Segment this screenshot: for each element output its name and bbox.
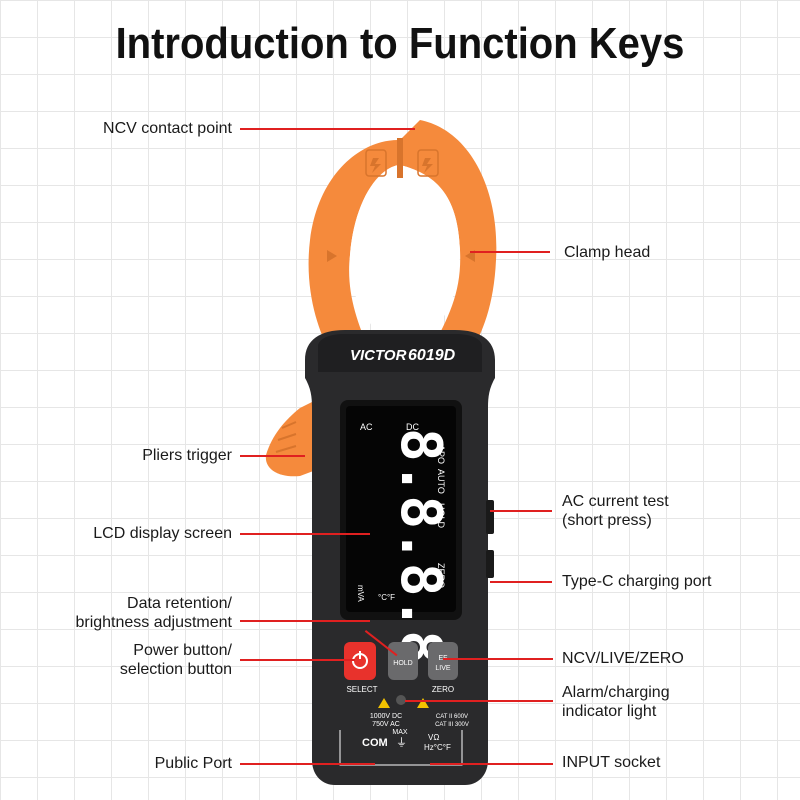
device-graphic: mVA: [356, 585, 365, 602]
device-graphic: APO: [436, 445, 446, 464]
leader-clamp-head: [470, 251, 550, 253]
leader-ncv: [240, 128, 415, 130]
label-power-line2: selection button: [119, 661, 232, 678]
device-graphic: HOLD: [436, 503, 446, 529]
lcd-digits: 8.8.8.8: [388, 428, 453, 664]
label-ac-current-line1: AC current test: [562, 493, 669, 510]
leader-ac-current: [490, 510, 552, 512]
label-typec: Type-C charging port: [562, 573, 712, 590]
label-ncv-live-zero: NCV/LIVE/ZERO: [562, 650, 684, 667]
device-graphic: LIVE: [435, 665, 451, 672]
leader-lcd: [240, 533, 370, 535]
device-graphic: [359, 651, 361, 659]
leader-data-retention: [240, 620, 370, 622]
pliers-trigger: [265, 400, 316, 477]
label-pliers-trigger: Pliers trigger: [142, 447, 232, 464]
device-graphic: ZERO: [436, 563, 446, 588]
device-graphic: APO AUTO HOLD ZERO: [436, 445, 446, 588]
clamp-jaw-left: [308, 140, 398, 352]
label-alarm-line2: indicator light: [562, 703, 657, 720]
ef-live-button: [428, 642, 458, 680]
device-graphic: [486, 550, 494, 578]
leader-pliers: [240, 455, 305, 457]
power-select-button: [344, 642, 376, 680]
label-data-retention-line2: brightness adjustment: [75, 614, 232, 631]
label-power-line1: Power button/: [133, 642, 232, 659]
hold-button: [388, 642, 418, 680]
device-graphic: mVA: [356, 585, 365, 602]
device-graphic: ZERO: [432, 685, 454, 694]
label-ac-current-line2: (short press): [562, 512, 652, 529]
leader-typec: [490, 581, 552, 583]
page-title: Introduction to Function Keys: [115, 20, 685, 68]
alarm-indicator-light: [396, 695, 406, 705]
leader-input-socket: [430, 763, 553, 765]
device-graphic: SELECT: [346, 685, 377, 694]
label-alarm: Alarm/charging indicator light: [562, 683, 670, 721]
leader-public-port: [240, 763, 375, 765]
label-power: Power button/ selection button: [120, 641, 232, 679]
device-graphic: [486, 500, 494, 534]
device-graphic: COM: [362, 737, 388, 749]
device-graphic: [378, 698, 390, 708]
lcd-screen: [346, 406, 456, 612]
label-data-retention: Data retention/ brightness adjustment: [75, 594, 232, 632]
label-input-socket: INPUT socket: [562, 754, 661, 771]
device-graphic: [339, 730, 463, 766]
device-graphic: [318, 334, 482, 372]
device-graphic: [417, 698, 429, 708]
model-label: 6019D: [408, 347, 456, 364]
label-ac-current: AC current test (short press): [562, 492, 669, 530]
device-graphic: ⏚: [396, 736, 407, 749]
device-graphic: HOLD: [393, 660, 412, 667]
leader-alarm: [405, 700, 553, 702]
device-graphic: 1000V DC: [370, 713, 402, 720]
device-graphic: [397, 138, 403, 178]
leader-power: [240, 659, 355, 661]
device-graphic: °C°F: [378, 593, 395, 602]
brand-logo: VICTOR: [350, 347, 407, 364]
device-graphic: [365, 149, 387, 177]
device-graphic: VΩ: [428, 733, 439, 742]
device-graphic: [349, 165, 460, 342]
device-graphic: 8.8.8.8: [388, 428, 453, 664]
device-graphic: CAT III 300V: [435, 722, 469, 728]
device-graphic: [275, 421, 297, 453]
label-clamp-head: Clamp head: [564, 244, 651, 261]
device-graphic: [465, 250, 475, 262]
device-graphic: [370, 158, 381, 173]
label-public-port: Public Port: [154, 755, 232, 772]
device-graphic: 750V AC: [372, 721, 400, 728]
clamp-jaw-right: [400, 120, 497, 352]
label-alarm-line1: Alarm/charging: [562, 684, 670, 701]
device-graphic: CAT II 600V: [436, 714, 468, 720]
device-graphic: AC: [360, 422, 373, 432]
device-graphic: [327, 250, 337, 262]
device-graphic: DC: [406, 422, 419, 432]
device-graphic: MAX: [392, 729, 408, 736]
device-graphic: Hz°C°F: [424, 743, 451, 752]
label-ncv-contact: NCV contact point: [103, 120, 232, 137]
label-lcd: LCD display screen: [93, 525, 232, 542]
device-graphic: [417, 149, 439, 177]
leader-ncv-live-zero: [443, 658, 553, 660]
device-graphic: AUTO: [436, 469, 446, 494]
label-data-retention-line1: Data retention/: [127, 595, 232, 612]
device-graphic: [422, 158, 433, 173]
